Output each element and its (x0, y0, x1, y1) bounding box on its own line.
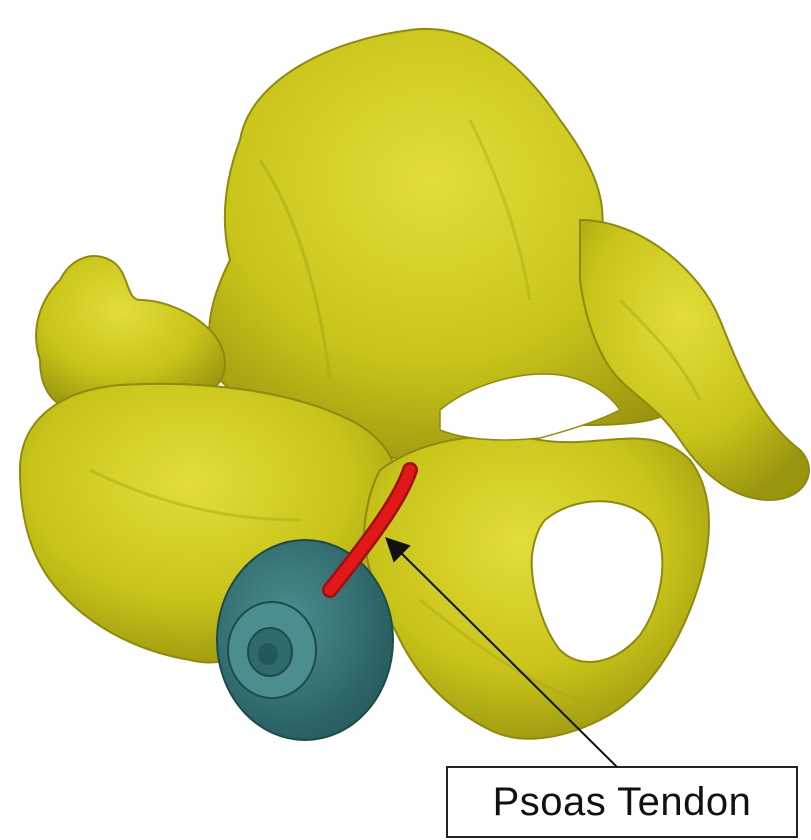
label-box: Psoas Tendon (446, 766, 798, 838)
psoas-tendon-label: Psoas Tendon (493, 780, 752, 825)
implant (217, 540, 393, 740)
